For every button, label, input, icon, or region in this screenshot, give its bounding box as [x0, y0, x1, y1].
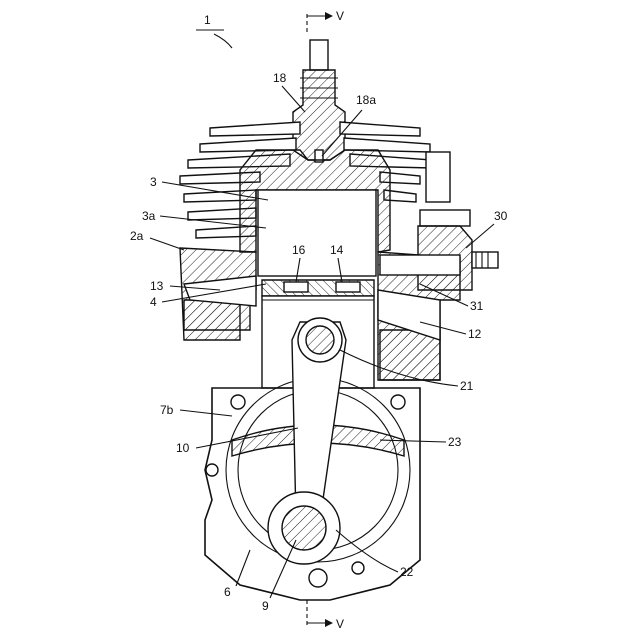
spark-plug: [293, 40, 345, 162]
label-9: 9: [262, 599, 269, 613]
section-marker-top: [307, 12, 333, 32]
label-31: 31: [470, 299, 484, 313]
label-3: 3: [150, 175, 157, 189]
label-section-top: V: [336, 9, 344, 23]
label-12: 12: [468, 327, 482, 341]
label-6: 6: [224, 585, 231, 599]
label-1: 1: [204, 13, 211, 27]
label-3a: 3a: [142, 209, 156, 223]
label-14: 14: [330, 243, 344, 257]
label-section-bottom: V: [336, 617, 344, 631]
label-13: 13: [150, 279, 164, 293]
label-2a: 2a: [130, 229, 144, 243]
label-16: 16: [292, 243, 306, 257]
label-10: 10: [176, 441, 190, 455]
section-marker-bottom: [307, 600, 333, 627]
label-4: 4: [150, 295, 157, 309]
label-18: 18: [273, 71, 287, 85]
label-22: 22: [400, 565, 414, 579]
side-fitting: [380, 152, 498, 290]
label-23: 23: [448, 435, 462, 449]
label-7b: 7b: [160, 403, 174, 417]
label-21: 21: [460, 379, 474, 393]
label-18a: 18a: [356, 93, 376, 107]
combustion-chamber: [258, 190, 376, 276]
label-30: 30: [494, 209, 508, 223]
